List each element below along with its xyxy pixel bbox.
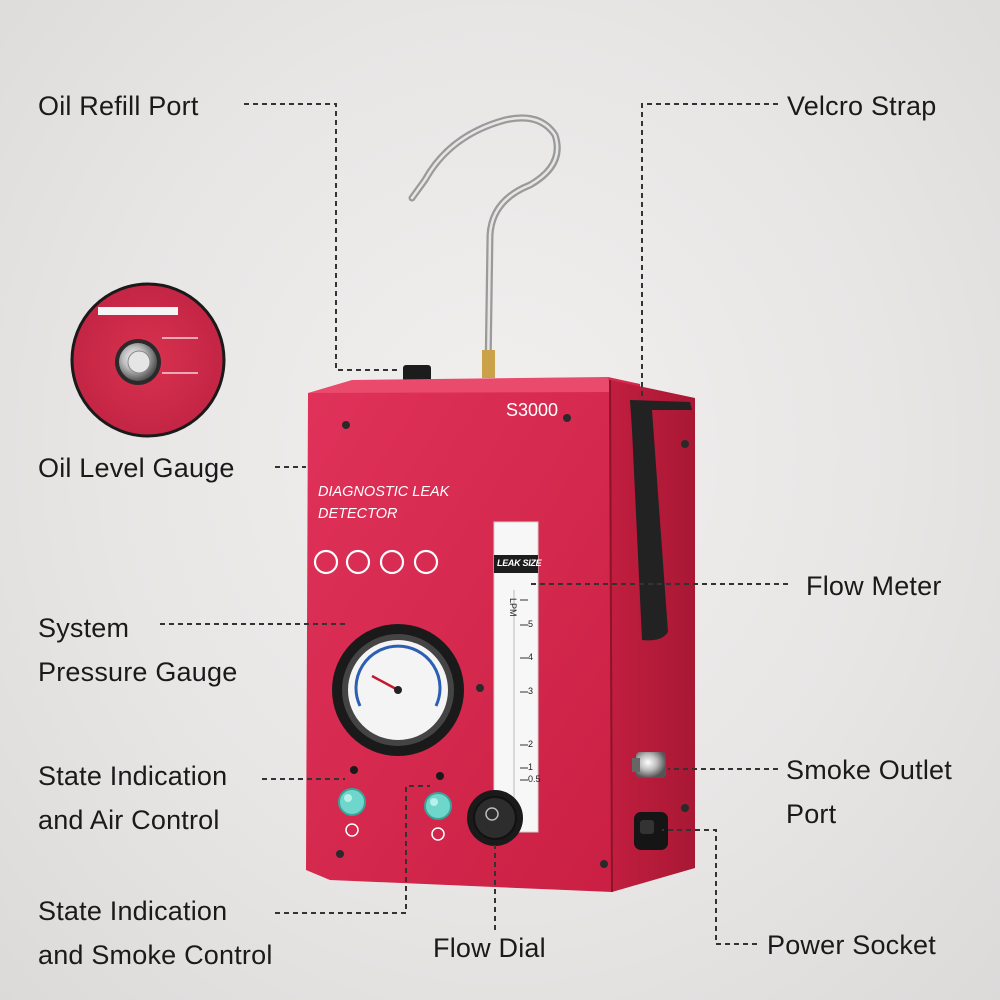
device-title: DIAGNOSTIC LEAK DETECTOR	[318, 481, 449, 525]
callout-smoke-control-line2: and Smoke Control	[38, 940, 273, 970]
model-label: S3000	[506, 400, 559, 420]
device-title-line2: DETECTOR	[318, 506, 398, 522]
callout-oil-level-gauge: Oil Level Gauge	[38, 453, 235, 483]
flowmeter-header: LEAK SIZE	[497, 558, 542, 568]
feature-icons	[313, 549, 439, 575]
callout-system-pressure-gauge: System Pressure Gauge	[38, 606, 237, 694]
callout-air-control-line2: and Air Control	[38, 805, 220, 835]
callout-oil-refill-port: Oil Refill Port	[38, 91, 199, 121]
oil-refill-cap	[403, 365, 431, 383]
callout-flow-meter: Flow Meter	[806, 571, 942, 601]
smoke-control-button	[424, 792, 452, 820]
flowmeter-tick-1: 1	[528, 762, 534, 772]
flowmeter-tick-3: 3	[528, 686, 534, 696]
flow-meter-tube	[493, 521, 539, 833]
flowmeter-tick-05: 0.5	[528, 774, 541, 784]
callout-velcro-strap: Velcro Strap	[787, 91, 937, 121]
smoke-outlet-port	[632, 752, 666, 778]
callout-smoke-outlet-port: Smoke Outlet Port	[786, 748, 952, 836]
callout-system-pressure-gauge-line1: System	[38, 613, 130, 643]
velcro-strap	[630, 400, 692, 641]
callout-smoke-control-line1: State Indication	[38, 896, 228, 926]
callout-smoke-outlet-line2: Port	[786, 799, 837, 829]
callout-smoke-control: State Indication and Smoke Control	[38, 889, 273, 977]
callout-system-pressure-gauge-line2: Pressure Gauge	[38, 657, 238, 687]
callout-flow-dial: Flow Dial	[433, 933, 546, 963]
air-control-button	[338, 788, 366, 816]
flow-dial-knob	[467, 790, 523, 846]
pressure-gauge	[332, 624, 464, 756]
power-socket	[634, 812, 668, 850]
device-title-line1: DIAGNOSTIC LEAK	[318, 484, 450, 500]
flowmeter-tick-2: 2	[528, 739, 534, 749]
flowmeter-tick-5: 5	[528, 619, 534, 629]
callout-power-socket: Power Socket	[767, 930, 936, 960]
oil-level-zoom-inset	[70, 282, 226, 438]
callout-air-control: State Indication and Air Control	[38, 754, 227, 842]
device-front-panel	[306, 377, 640, 892]
callout-smoke-outlet-line1: Smoke Outlet	[786, 755, 952, 785]
callout-air-control-line1: State Indication	[38, 761, 228, 791]
flowmeter-tick-4: 4	[528, 652, 534, 662]
